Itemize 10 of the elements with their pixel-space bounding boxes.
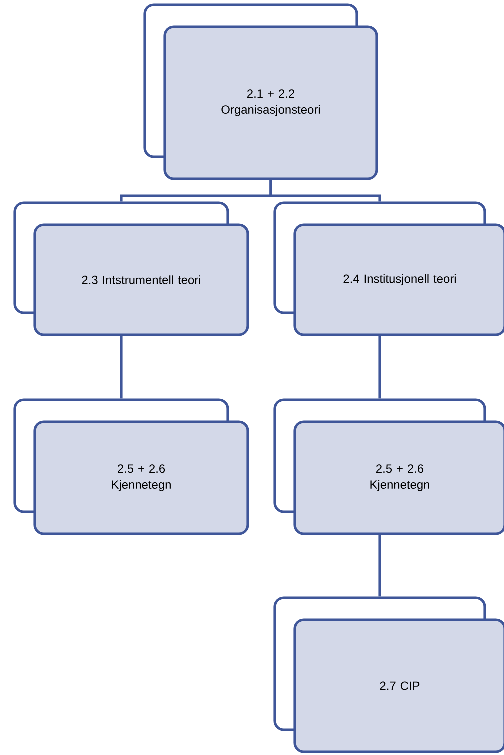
connector-line — [270, 180, 382, 202]
connector-line — [378, 535, 382, 597]
connector-line — [378, 336, 382, 399]
connector-line — [120, 336, 123, 399]
stacked-box: 2.3 Intstrumentell teori — [14, 202, 250, 336]
stacked-box: 2.7 CIP — [274, 596, 504, 754]
stacked-box: 2.5 + 2.6 Kjennetegn — [14, 398, 250, 536]
stacked-box: 2.4 Institusjonell teori — [274, 202, 504, 336]
stacked-box: 2.5 + 2.6 Kjennetegn — [274, 398, 504, 536]
stacked-box: 2.1 + 2.2 Organisasjonsteori — [144, 4, 378, 180]
